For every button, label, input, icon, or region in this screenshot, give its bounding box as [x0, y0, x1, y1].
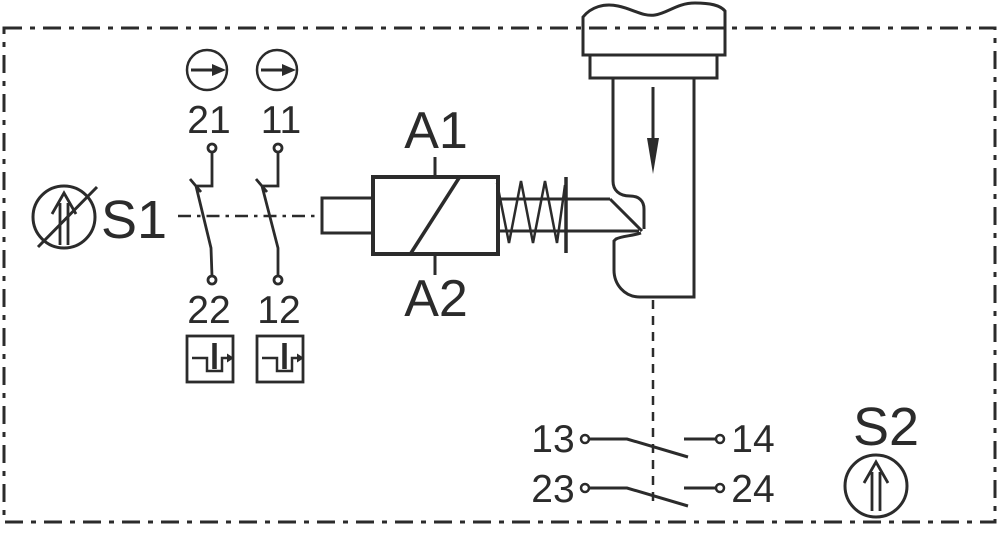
circle-right-arrow-icon: [255, 48, 299, 92]
circle-right-arrow-icon: [185, 48, 229, 92]
s2-label: S2: [853, 397, 919, 457]
terminal-a1-label: A1: [404, 102, 468, 160]
plunger-slot-arrow-icon: [185, 334, 235, 384]
enclosure-border: [2, 26, 997, 524]
plunger-symbol-22: [185, 334, 235, 384]
terminal-14-label: 14: [731, 418, 774, 461]
contact-23-24-lines: [589, 486, 716, 508]
terminal-23-label: 23: [531, 468, 574, 511]
terminal-dot-11: [272, 142, 284, 154]
terminal-dot-24: [714, 482, 726, 494]
slot-arrow-head: [297, 353, 304, 363]
lock-mechanism: [611, 78, 696, 299]
terminal-dot-14: [714, 433, 726, 445]
slot-path: [192, 356, 228, 373]
terminal-11-label: 11: [261, 99, 302, 142]
solenoid-diagonal: [409, 177, 461, 254]
s1-slash: [36, 185, 99, 249]
solenoid-assembly: [320, 157, 644, 275]
s2-up-arrow: [862, 459, 890, 511]
s1-label: S1: [101, 190, 167, 250]
terminal-24-label: 24: [731, 468, 774, 511]
lock-shaft-body: [611, 78, 696, 299]
contact-11-12-lines: [254, 152, 280, 276]
no-contact-23-24: [579, 482, 726, 508]
labels: S1 S2 A1 A2 21 11 22 12 13 14 23 24: [101, 99, 919, 511]
actuator-head-block: [581, 1, 727, 57]
terminal-12-label: 12: [257, 289, 300, 332]
terminal-dot-13: [579, 433, 591, 445]
actuator-head: [581, 1, 727, 80]
s2-symbol-circle: [843, 453, 909, 519]
nc-contact-21-22: [188, 142, 218, 286]
slot-arrow-head: [227, 353, 234, 363]
no-contact-13-14: [579, 433, 726, 459]
solenoid-plunger-end: [320, 196, 375, 235]
spring-icon: [495, 180, 567, 244]
terminal-dot-21: [206, 142, 218, 154]
nc-contact-11-12: [254, 142, 284, 286]
terminal-dot-22: [206, 274, 218, 286]
terminal-22-label: 22: [187, 289, 230, 332]
terminal-a2-label: A2: [404, 270, 468, 328]
actuator-collar: [588, 53, 719, 80]
right-arrow-head: [282, 64, 296, 76]
contact-13-14-lines: [589, 437, 716, 459]
contact-21-22-lines: [188, 152, 214, 277]
terminal-dot-23: [579, 482, 591, 494]
direction-symbol-21: [185, 48, 229, 92]
terminal-dot-12: [272, 274, 284, 286]
terminal-21-label: 21: [187, 99, 230, 142]
direction-symbol-11: [255, 48, 299, 92]
bolt-bevel-tip: [608, 197, 644, 233]
plunger-symbol-12: [255, 334, 305, 384]
right-arrow-head: [212, 64, 226, 76]
terminal-13-label: 13: [531, 418, 574, 461]
s2-actuator-inserted-icon: [843, 453, 909, 519]
s1-actuator-removed-icon: [31, 184, 99, 250]
s1-symbol-circle: [31, 184, 97, 250]
plunger-slot-arrow-icon: [255, 334, 305, 384]
slot-path: [262, 356, 298, 373]
insertion-arrow-down-icon: [647, 138, 659, 174]
